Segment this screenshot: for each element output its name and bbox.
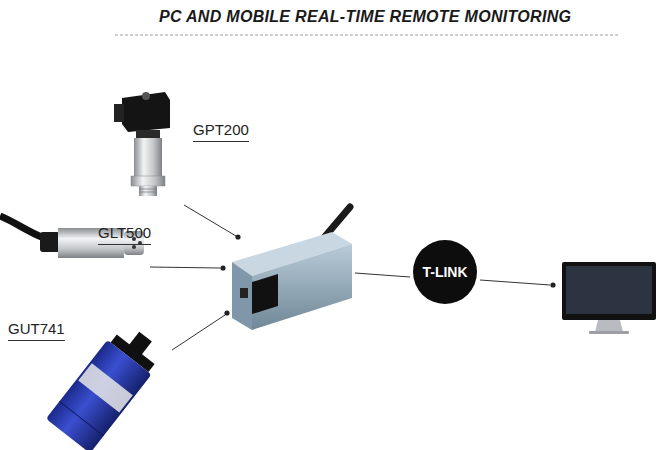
product-label: GLT500 bbox=[98, 224, 151, 245]
title-rule bbox=[115, 35, 620, 36]
leader-lines bbox=[150, 205, 241, 350]
monitor bbox=[562, 262, 656, 334]
page-title: PC AND MOBILE REAL-TIME REMOTE MONITORIN… bbox=[159, 8, 571, 26]
ultrasonic-sensor bbox=[46, 319, 168, 450]
pressure-transmitter bbox=[114, 92, 170, 196]
hub-label: T-LINK bbox=[422, 264, 467, 280]
product-label: GPT200 bbox=[193, 121, 249, 142]
gateway-device bbox=[232, 207, 352, 330]
product-label: GUT741 bbox=[8, 320, 65, 341]
hub-circle: T-LINK bbox=[413, 240, 477, 304]
